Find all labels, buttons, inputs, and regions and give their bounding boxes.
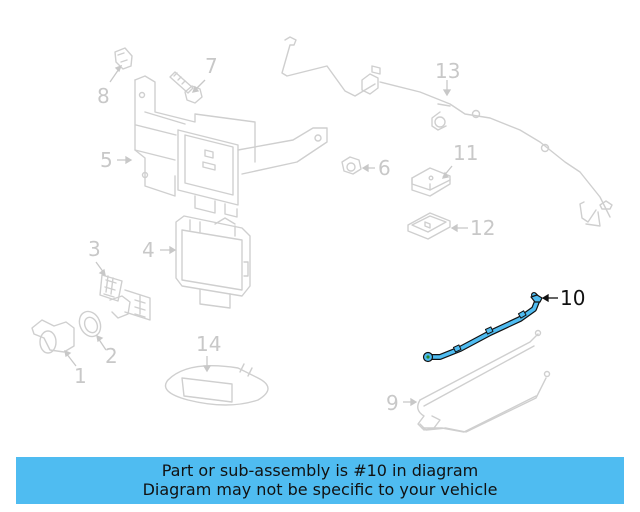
callout-7: 7: [205, 54, 218, 78]
arrow-3: [95, 261, 106, 277]
callout-6: 6: [378, 156, 391, 180]
part-11-connector: [411, 167, 451, 197]
banner-line-part-number: Part or sub-assembly is #10 in diagram: [161, 461, 479, 480]
arrow-7: [191, 79, 206, 93]
callout-8: 8: [97, 84, 110, 108]
part-10-harness-highlighted: [422, 292, 543, 363]
part-7-bolt: [169, 71, 203, 104]
part-1-sensor: [31, 319, 75, 354]
part-3-sensor-bracket: [99, 274, 151, 321]
part-4-module: [175, 215, 251, 309]
arrow-1: [64, 349, 77, 367]
arrow-2: [96, 334, 107, 351]
part-13-harness: [281, 36, 613, 227]
part-8-clip: [114, 47, 133, 70]
arrow-12: [450, 223, 468, 233]
banner-line-disclaimer: Diagram may not be specific to your vehi…: [142, 480, 498, 499]
callout-12: 12: [470, 216, 496, 240]
part-2-grommet: [78, 310, 102, 338]
callout-13: 13: [435, 59, 461, 83]
info-banner: Part or sub-assembly is #10 in diagram D…: [16, 457, 624, 504]
arrow-9: [403, 397, 418, 407]
part-5-bracket: [134, 75, 328, 218]
callout-3: 3: [88, 237, 101, 261]
arrow-8: [109, 64, 123, 83]
callout-11: 11: [453, 141, 479, 165]
arrow-14: [202, 356, 212, 373]
part-12-cover: [407, 212, 451, 240]
arrow-5: [117, 155, 133, 165]
callout-4: 4: [142, 238, 155, 262]
callout-10-highlighted: 10: [560, 286, 586, 310]
callout-9: 9: [386, 391, 399, 415]
part-9-harness: [417, 329, 551, 433]
part-14-bezel: [164, 363, 269, 406]
callout-2: 2: [105, 344, 118, 368]
callout-1: 1: [74, 364, 87, 388]
callout-14: 14: [196, 332, 222, 356]
arrow-4: [160, 245, 177, 255]
callout-5: 5: [100, 148, 113, 172]
arrow-6: [361, 163, 375, 173]
arrow-11: [441, 165, 453, 179]
part-6-nut: [341, 156, 362, 175]
arrow-13: [442, 80, 452, 97]
arrow-10: [541, 293, 558, 303]
